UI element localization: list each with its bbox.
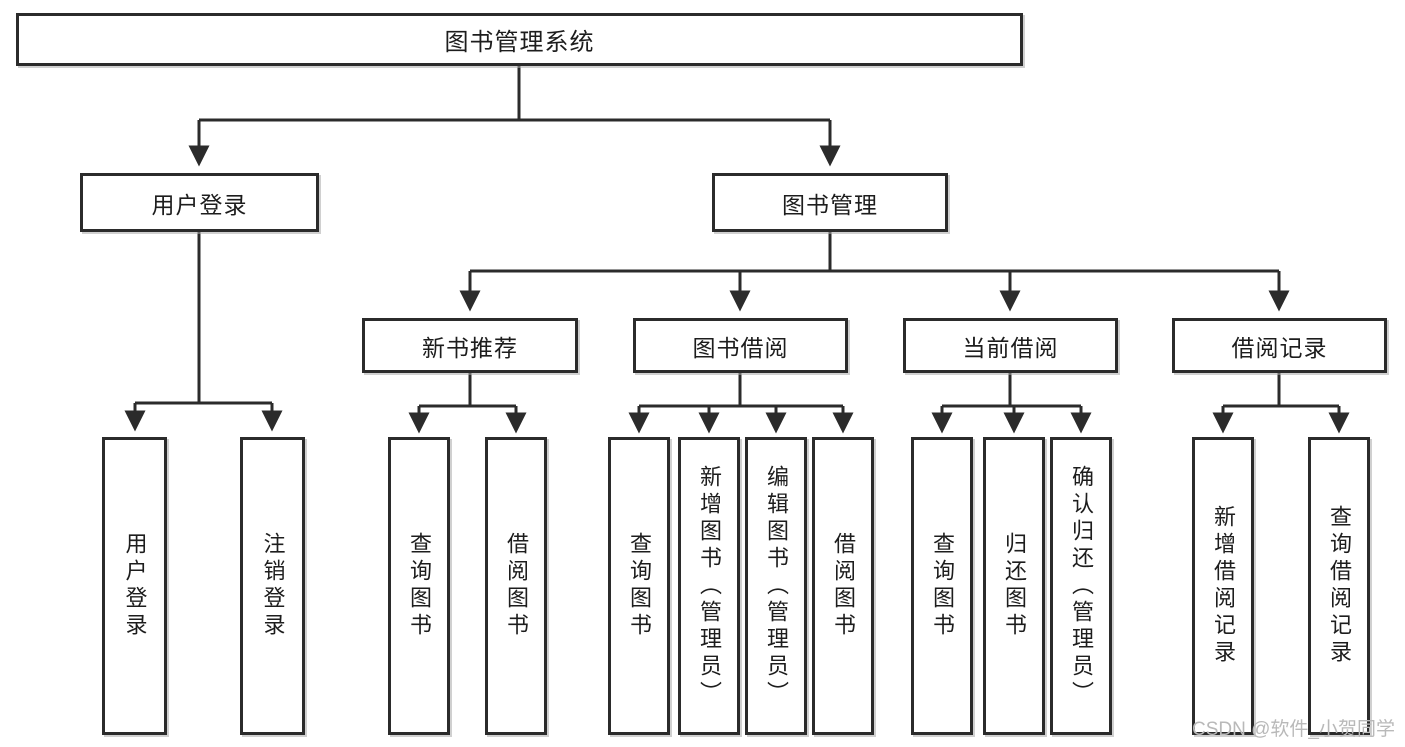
leaf-label: 借阅图书	[504, 532, 529, 640]
node-leaf-borrow-book-1[interactable]: 借阅图书	[485, 437, 547, 735]
node-user-login[interactable]: 用户登录	[80, 173, 319, 232]
node-leaf-user-login[interactable]: 用户登录	[102, 437, 167, 735]
node-leaf-borrow-book-2[interactable]: 借阅图书	[812, 437, 874, 735]
node-leaf-user-logout[interactable]: 注销登录	[240, 437, 305, 735]
leaf-label: 查询借阅记录	[1327, 505, 1352, 667]
node-leaf-confirm-return[interactable]: 确认归还（管理员）	[1050, 437, 1112, 735]
leaf-label: 借阅图书	[831, 532, 856, 640]
node-leaf-query-record[interactable]: 查询借阅记录	[1308, 437, 1370, 735]
leaf-label: 查询图书	[627, 532, 652, 640]
node-leaf-edit-book[interactable]: 编辑图书（管理员）	[745, 437, 807, 735]
leaf-label: 新增借阅记录	[1211, 505, 1236, 667]
node-current-borrow[interactable]: 当前借阅	[903, 318, 1118, 373]
node-leaf-add-record[interactable]: 新增借阅记录	[1192, 437, 1254, 735]
node-leaf-query-book-2[interactable]: 查询图书	[608, 437, 670, 735]
leaf-label: 新增图书（管理员）	[697, 464, 722, 708]
leaf-label: 归还图书	[1002, 532, 1027, 640]
leaf-label: 用户登录	[122, 532, 148, 640]
csdn-watermark: CSDN @软件_小贺同学	[1192, 719, 1395, 740]
node-leaf-return-book[interactable]: 归还图书	[983, 437, 1045, 735]
node-root[interactable]: 图书管理系统	[16, 13, 1023, 66]
leaf-label: 查询图书	[930, 532, 955, 640]
node-book-borrow[interactable]: 图书借阅	[633, 318, 848, 373]
node-leaf-add-book[interactable]: 新增图书（管理员）	[678, 437, 740, 735]
leaf-label: 注销登录	[260, 532, 286, 640]
leaf-label: 查询图书	[407, 532, 432, 640]
leaf-label: 编辑图书（管理员）	[764, 464, 789, 708]
node-borrow-record[interactable]: 借阅记录	[1172, 318, 1387, 373]
node-leaf-query-book-3[interactable]: 查询图书	[911, 437, 973, 735]
leaf-label: 确认归还（管理员）	[1069, 464, 1094, 708]
node-book-manage[interactable]: 图书管理	[712, 173, 948, 232]
node-new-book-recommend[interactable]: 新书推荐	[362, 318, 578, 373]
node-leaf-query-book-1[interactable]: 查询图书	[388, 437, 450, 735]
